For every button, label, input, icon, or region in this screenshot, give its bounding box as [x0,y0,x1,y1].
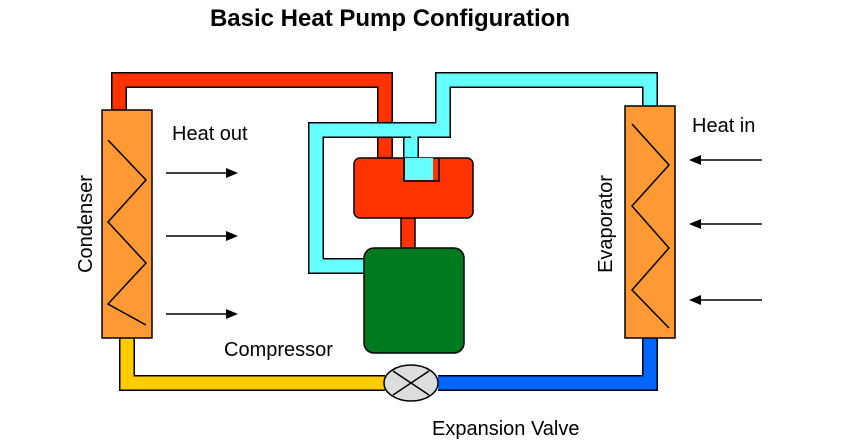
condenser-label: Condenser [75,175,97,273]
heat-in-label: Heat in [692,115,755,137]
liquid-line-warm [119,338,385,391]
condenser-box [101,109,153,339]
expansion-valve-label: Expansion Valve [432,418,580,440]
expansion-valve [383,364,439,402]
compressor-shaft [400,214,416,252]
evaporator-label: Evaporator [595,175,617,273]
motor-cooling-loop [308,122,411,274]
condenser-coil [106,139,148,326]
suction-inlet [405,158,433,180]
evaporator: Evaporator [595,105,676,339]
heat-in-arrows [689,155,762,305]
liquid-line-cold [438,338,658,391]
diagram-title: Basic Heat Pump Configuration [210,5,570,32]
liquid-pipe-cold [438,338,657,390]
heat-out-label: Heat out [172,123,248,145]
compressor-motor [363,247,465,354]
heat-out-arrows [166,168,238,319]
condenser: Condenser [75,109,153,339]
hot-gas-line [111,72,393,160]
hot-gas-pipe [112,73,392,160]
liquid-pipe-warm [120,338,385,390]
evaporator-coil [630,123,671,329]
evaporator-box [624,105,676,339]
compressor-label: Compressor [224,339,333,361]
motor-cooling-pipe [309,123,411,273]
